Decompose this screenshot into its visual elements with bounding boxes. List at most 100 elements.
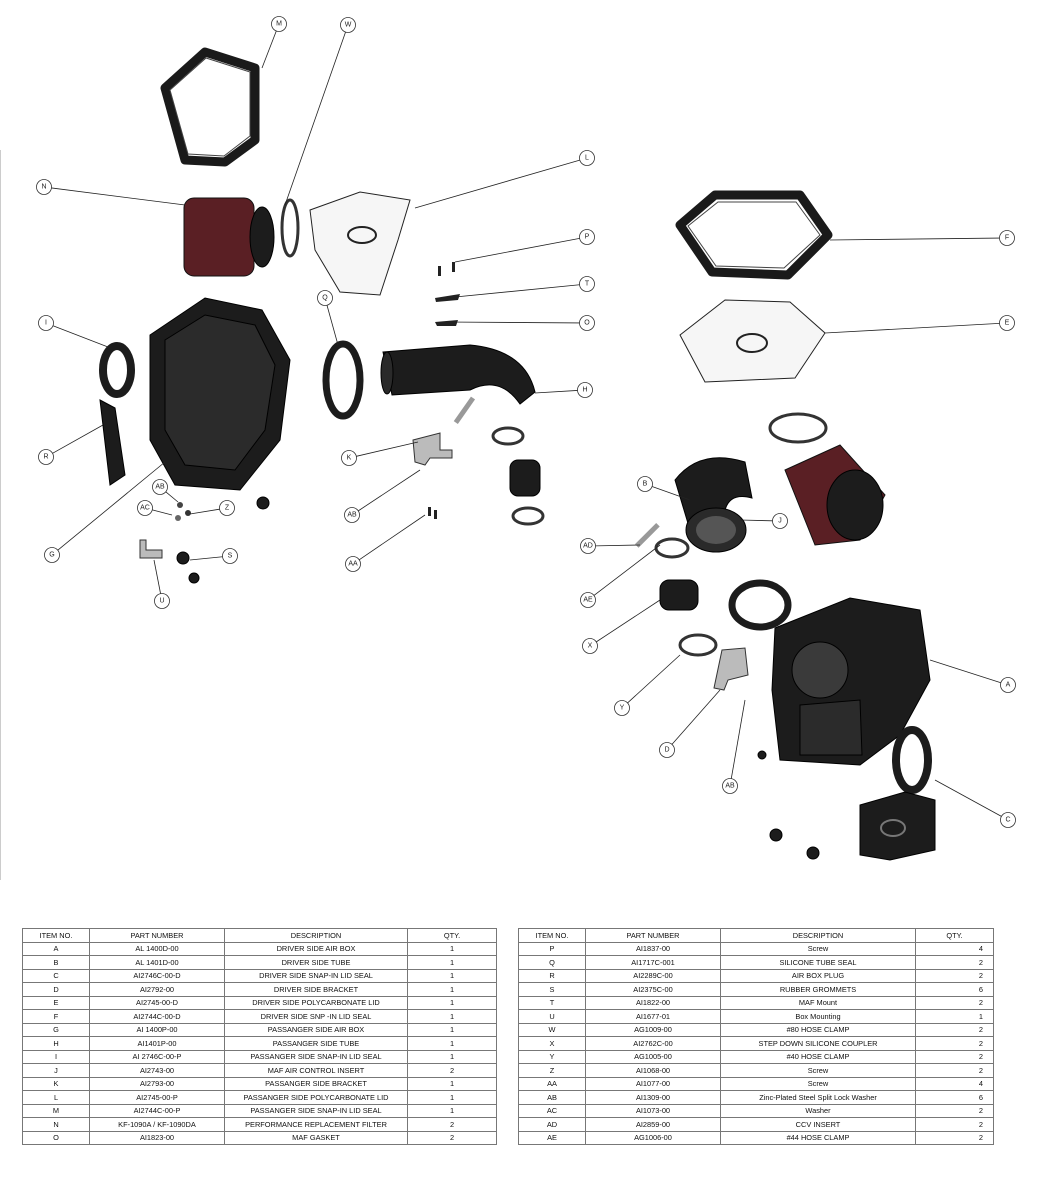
callout-bubble xyxy=(1000,812,1016,828)
callout-e: E xyxy=(824,315,1015,334)
item-no-cell: W xyxy=(518,1022,586,1037)
callout-bubble xyxy=(579,150,595,166)
part-e-lid xyxy=(679,299,826,383)
callout-bubble xyxy=(999,315,1015,331)
description-cell: DRIVER SIDE SNP -IN LID SEAL xyxy=(224,1009,408,1024)
qty-cell: 1 xyxy=(407,1103,497,1118)
callout-h: H xyxy=(534,382,593,398)
callout-w: W xyxy=(284,17,356,206)
callout-label: G xyxy=(49,552,54,559)
part-o-maf-gasket xyxy=(435,320,458,326)
leader-line xyxy=(671,689,721,745)
qty-cell: 1 xyxy=(407,1009,497,1024)
callout-ab: AB xyxy=(722,699,746,794)
qty-cell: 2 xyxy=(915,968,994,983)
part-b-tube xyxy=(674,457,753,553)
callout-bubble xyxy=(219,500,235,516)
callout-i: I xyxy=(38,315,109,348)
callout-bubble xyxy=(317,290,333,306)
part-ae-clamp xyxy=(654,537,690,559)
item-no-cell: AB xyxy=(518,1090,586,1105)
item-no-cell: F xyxy=(22,1009,90,1024)
part-s2-grommets xyxy=(757,750,820,860)
description-cell: PASSANGER SIDE SNAP-IN LID SEAL xyxy=(224,1049,408,1064)
callout-label: Q xyxy=(322,295,328,302)
description-cell: #80 HOSE CLAMP xyxy=(720,1022,916,1037)
callout-bubble xyxy=(637,476,653,492)
callout-x: X xyxy=(582,599,661,654)
callout-bubble xyxy=(1000,677,1016,693)
item-no-cell: G xyxy=(22,1022,90,1037)
description-cell: CCV INSERT xyxy=(720,1117,916,1132)
qty-cell: 1 xyxy=(407,1022,497,1037)
description-cell: AIR BOX PLUG xyxy=(720,968,916,983)
description-cell: #40 HOSE CLAMP xyxy=(720,1049,916,1064)
callout-bubble xyxy=(38,449,54,465)
item-no-cell: P xyxy=(518,941,586,956)
item-no-cell: B xyxy=(22,955,90,970)
callout-bubble xyxy=(579,315,595,331)
part-w-hose-clamp xyxy=(280,198,300,258)
leader-line xyxy=(444,284,580,299)
qty-cell: 2 xyxy=(915,995,994,1010)
leader-line xyxy=(326,305,339,346)
col-part-number: PART NUMBER xyxy=(585,928,721,943)
qty-cell: 1 xyxy=(407,1076,497,1091)
callout-ac: AC xyxy=(137,500,173,516)
description-cell: PASSANGER SIDE TUBE xyxy=(224,1036,408,1051)
part-number-cell: AI2792-00 xyxy=(89,982,225,997)
item-no-cell: O xyxy=(22,1130,90,1145)
callout-bubble xyxy=(341,450,357,466)
description-cell: MAF GASKET xyxy=(224,1130,408,1145)
description-cell: Screw xyxy=(720,1076,916,1091)
description-cell: STEP DOWN SILICONE COUPLER xyxy=(720,1036,916,1051)
callout-label: AA xyxy=(348,561,358,568)
callout-label: U xyxy=(159,598,164,605)
callout-bubble xyxy=(722,778,738,794)
callout-bubble xyxy=(582,638,598,654)
leader-line xyxy=(593,544,661,596)
qty-cell: 1 xyxy=(915,1009,994,1024)
qty-cell: 2 xyxy=(915,1117,994,1132)
description-cell: SILICONE TUBE SEAL xyxy=(720,955,916,970)
callout-label: S xyxy=(228,553,233,560)
callout-ad: AD xyxy=(580,538,641,554)
callout-label: J xyxy=(778,518,782,525)
description-cell: PASSANGER SIDE SNAP-IN LID SEAL xyxy=(224,1103,408,1118)
part-p-screws xyxy=(438,262,455,276)
page-edge-mark xyxy=(0,150,4,880)
part-s-grommets xyxy=(176,496,270,584)
callout-label: N xyxy=(41,184,46,191)
callout-r: R xyxy=(38,424,104,465)
item-no-cell: AD xyxy=(518,1117,586,1132)
description-cell: MAF AIR CONTROL INSERT xyxy=(224,1063,408,1078)
callout-label: AB xyxy=(347,512,357,519)
callout-label: C xyxy=(1005,817,1010,824)
leader-line xyxy=(284,31,346,206)
leader-line xyxy=(829,237,1000,241)
part-number-cell: AI2745-00-P xyxy=(89,1090,225,1105)
callout-label: O xyxy=(584,320,590,327)
part-number-cell: AI2375C-00 xyxy=(585,982,721,997)
callout-j: J xyxy=(739,513,788,529)
callout-ab: AB xyxy=(152,479,179,503)
callout-bubble xyxy=(577,382,593,398)
callout-label: A xyxy=(1006,682,1011,689)
callout-label: P xyxy=(585,234,590,241)
part-number-cell: AI2746C-00-D xyxy=(89,968,225,983)
qty-cell: 1 xyxy=(407,941,497,956)
qty-cell: 4 xyxy=(915,941,994,956)
part-q-tube-seal xyxy=(322,340,364,420)
